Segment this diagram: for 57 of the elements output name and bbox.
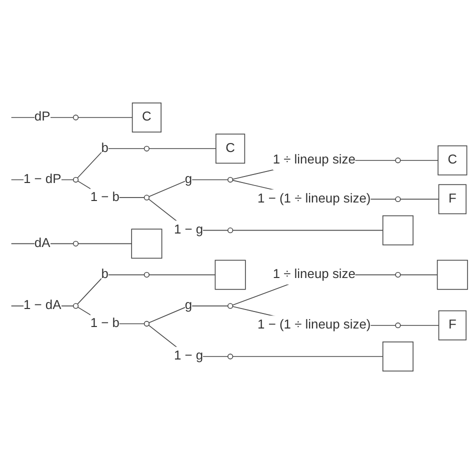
node-box bbox=[382, 215, 414, 246]
node-circle bbox=[395, 158, 401, 164]
edge-label: 1 ÷ lineup size bbox=[272, 153, 356, 167]
node-box bbox=[214, 260, 246, 290]
connector bbox=[77, 274, 145, 305]
node-circle bbox=[144, 194, 150, 200]
connector bbox=[10, 117, 74, 118]
connector bbox=[400, 324, 440, 326]
node-circle bbox=[395, 322, 401, 328]
edge-label: 1 − dP bbox=[23, 172, 62, 186]
connector bbox=[77, 148, 145, 178]
node-box: C bbox=[216, 134, 246, 164]
edge-label: 1 − b bbox=[90, 190, 120, 204]
connector bbox=[148, 274, 216, 276]
edge-label: 1 ÷ lineup size bbox=[272, 268, 356, 282]
node-circle bbox=[72, 240, 79, 246]
connector bbox=[78, 243, 132, 244]
node-circle bbox=[72, 303, 79, 309]
node-box bbox=[131, 228, 162, 259]
node-circle bbox=[72, 114, 79, 120]
node-box bbox=[382, 342, 414, 372]
edge-label: dP bbox=[34, 110, 50, 124]
node-circle bbox=[227, 228, 234, 234]
node-circle bbox=[144, 146, 150, 152]
connector bbox=[400, 274, 438, 276]
edge-label: b bbox=[101, 268, 109, 282]
node-circle bbox=[227, 354, 234, 360]
connector bbox=[148, 306, 228, 324]
node-circle bbox=[144, 272, 150, 278]
connector bbox=[400, 198, 440, 200]
node-box bbox=[436, 260, 468, 290]
node-box: C bbox=[438, 145, 468, 176]
edge-label: 1 − (1 ÷ lineup size) bbox=[258, 192, 371, 206]
node-circle bbox=[72, 176, 79, 183]
node-box: F bbox=[438, 310, 466, 340]
node-circle bbox=[227, 176, 234, 183]
connector bbox=[232, 356, 384, 357]
connector bbox=[148, 179, 228, 198]
node-circle bbox=[144, 320, 150, 327]
edge-label: 1 − g bbox=[174, 223, 204, 237]
edge-label: g bbox=[184, 298, 192, 312]
edge-label: 1 − b bbox=[90, 316, 120, 330]
edge-label: 1 − (1 ÷ lineup size) bbox=[258, 318, 371, 332]
edge-label: g bbox=[184, 172, 192, 186]
edge-label: 1 − g bbox=[174, 349, 204, 363]
connector bbox=[78, 117, 133, 118]
node-box: C bbox=[132, 102, 162, 132]
node-circle bbox=[395, 272, 401, 278]
node-box: F bbox=[438, 184, 466, 214]
node-circle bbox=[227, 303, 234, 309]
connector bbox=[148, 148, 216, 150]
edge-label: dA bbox=[34, 236, 50, 250]
connector bbox=[400, 160, 438, 161]
edge-label: 1 − dA bbox=[23, 298, 62, 312]
edge-label: b bbox=[101, 141, 109, 156]
connector bbox=[232, 230, 384, 231]
node-circle bbox=[395, 196, 401, 202]
